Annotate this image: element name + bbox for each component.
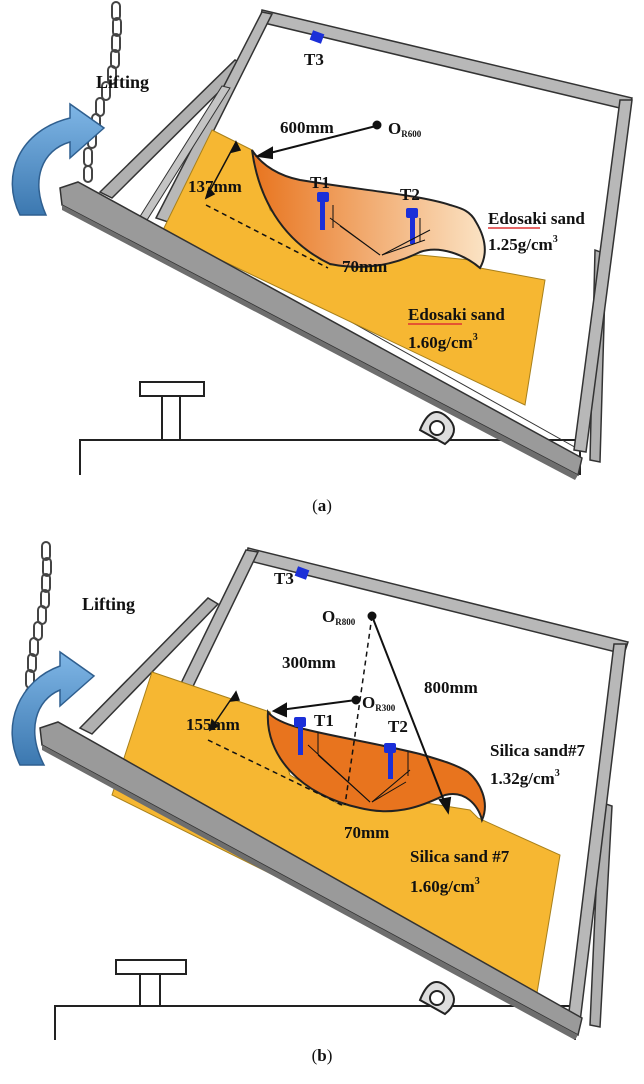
depth-dimension-b [207, 690, 345, 807]
lifting-label-b: Lifting [82, 594, 135, 614]
panel-b: Lifting T3 OR800 300mm 800mm OR300 155mm… [0, 540, 644, 1060]
upper-sand-density-b: 1.32g/cm3 [490, 768, 560, 788]
lower-sand-layer-b [111, 671, 561, 1006]
depth-dimension [204, 140, 329, 269]
tilting-frame [98, 9, 633, 463]
lower-sand-name-b: Silica sand #7 [410, 847, 510, 866]
sensor-t2-icon [406, 208, 418, 244]
sensor-t2-label-b: T2 [388, 717, 408, 736]
lower-sand-density-b: 1.60g/cm3 [410, 876, 480, 896]
bottom-beam-b [39, 721, 583, 1037]
radius-arrow [254, 120, 382, 160]
upper-sand-layer-b [266, 709, 486, 823]
sensor-t2-icon-b [384, 743, 396, 779]
diagram-a: Lifting T3 600mm OR600 137mm T1 T2 70mm … [11, 1, 633, 480]
radius-label-2-b: 800mm [424, 678, 478, 697]
sensor-t2-label-a: T2 [400, 185, 420, 204]
lower-sand-name-a: Edosaki sand [408, 305, 505, 324]
radius-label-a: 600mm [280, 118, 334, 137]
bottom-beam [59, 181, 583, 477]
sensor-t1-icon [317, 192, 329, 230]
sensor-t3-icon-b [294, 566, 310, 580]
spacing-lines [329, 205, 431, 256]
sensor-t3-label-b: T3 [274, 569, 294, 588]
lifting-arrow-icon-b [11, 650, 96, 766]
radius-label-1-b: 300mm [282, 653, 336, 672]
upper-sand-name-b: Silica sand#7 [490, 741, 585, 760]
lower-sand-density-a: 1.60g/cm3 [408, 332, 478, 352]
sensor-t3-icon [309, 30, 325, 44]
upper-sand-name-a: Edosaki sand [488, 209, 585, 228]
upper-sand-layer [251, 149, 486, 270]
depth-label-b: 155mm [186, 715, 240, 734]
lifting-chain [83, 1, 122, 183]
depth-label-a: 137mm [188, 177, 242, 196]
lifting-label-a: Lifting [96, 72, 149, 92]
sensor-t1-icon-b [294, 717, 306, 755]
spacing-label-a: 70mm [342, 257, 387, 276]
sensor-t1-label-a: T1 [310, 173, 330, 192]
radius-arrows-b [271, 611, 452, 815]
diagram-b: Lifting T3 OR800 300mm 800mm OR300 155mm… [11, 541, 629, 1040]
panel-a: Lifting T3 600mm OR600 137mm T1 T2 70mm … [0, 0, 644, 520]
sensor-t1-label-b: T1 [314, 711, 334, 730]
sensor-t3-label-a: T3 [304, 50, 324, 69]
center2-label-b: OR300 [362, 693, 396, 713]
upper-sand-density-a: 1.25g/cm3 [488, 234, 558, 254]
tilting-frame-b [78, 547, 629, 1028]
lifting-arrow-icon [11, 102, 106, 216]
base-table-b [54, 959, 576, 1040]
spacing-label-b: 70mm [344, 823, 389, 842]
caption-b: (b) [311, 1046, 333, 1065]
center-label-a: OR600 [388, 119, 422, 139]
spacing-lines-b [307, 732, 411, 803]
center1-label-b: OR800 [322, 607, 356, 627]
caption-a: (a) [312, 496, 332, 515]
